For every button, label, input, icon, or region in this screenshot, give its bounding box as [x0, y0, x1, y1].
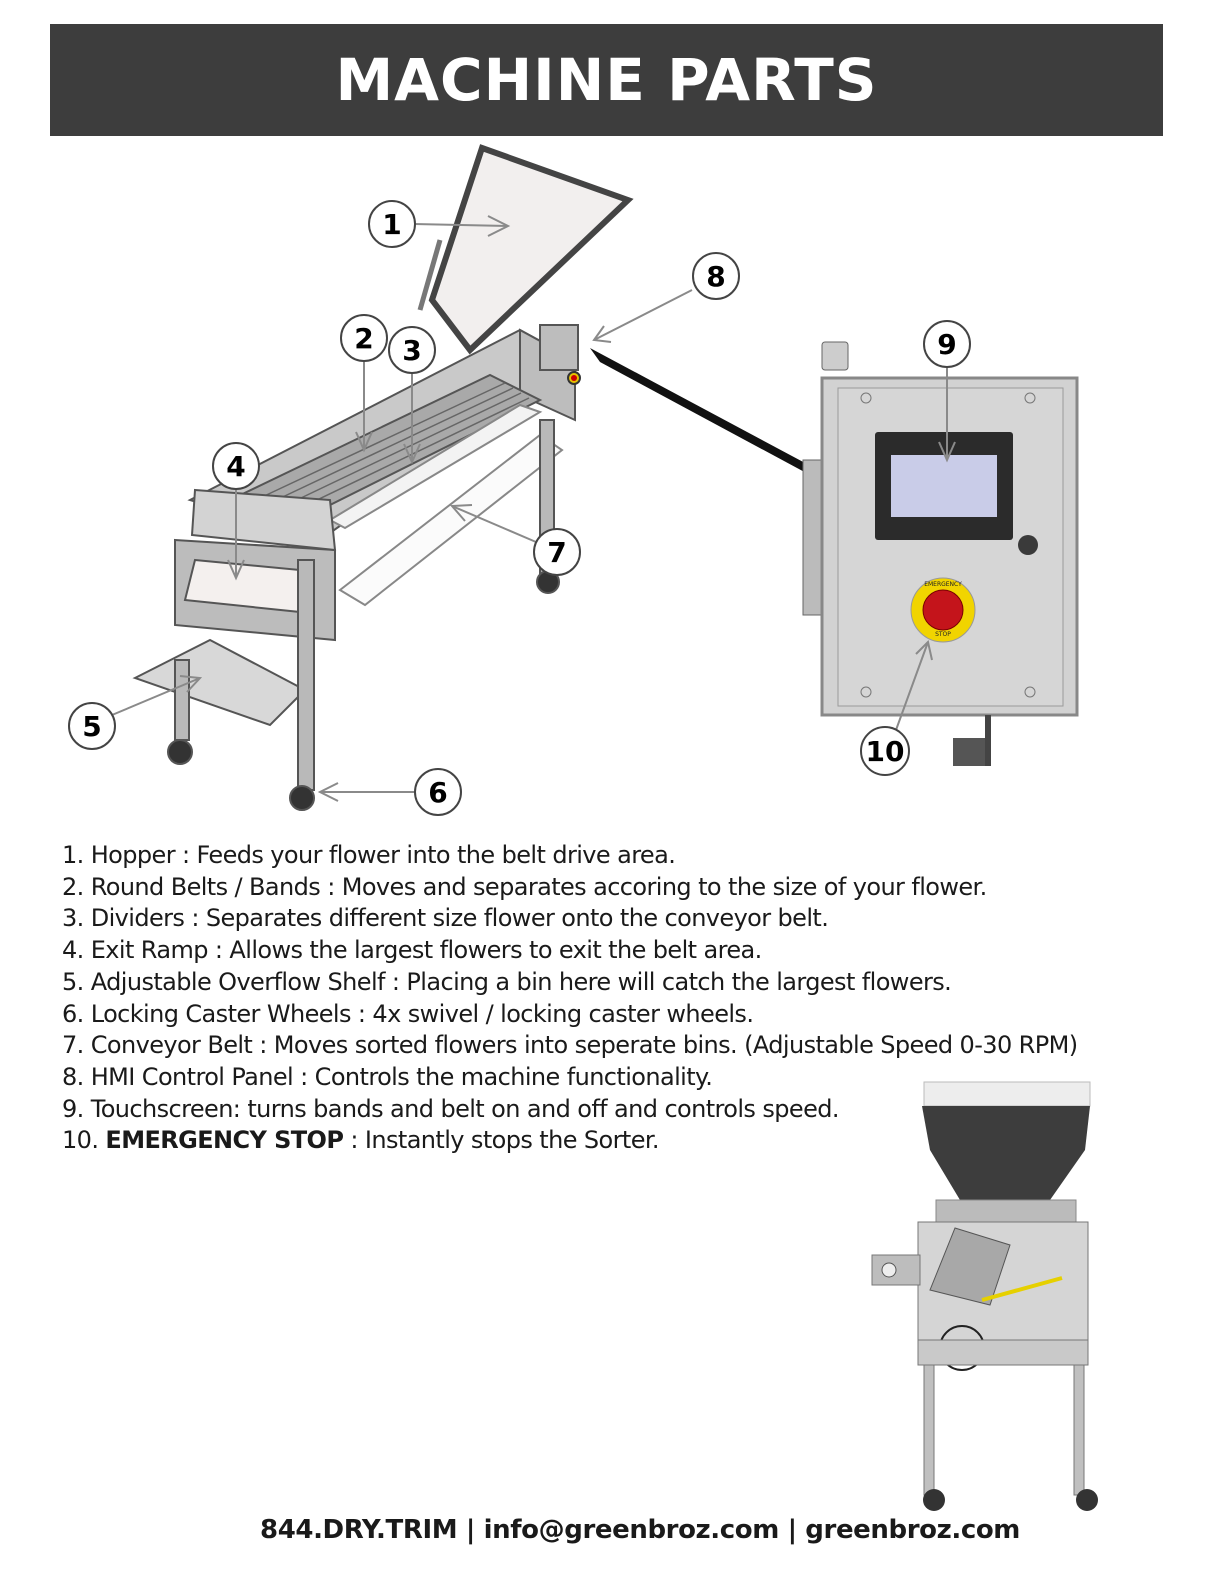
parts-legend: 1. Hopper : Feeds your flower into the b… — [62, 840, 1202, 1157]
callout-4: 4 — [212, 442, 260, 490]
callout-6: 6 — [414, 768, 462, 816]
callout-8: 8 — [692, 252, 740, 300]
legend-item-round-belts: 2. Round Belts / Bands : Moves and separ… — [62, 872, 987, 901]
svg-text:EMERGENCY: EMERGENCY — [924, 581, 962, 588]
legend-item-conveyor-belt: 7. Conveyor Belt : Moves sorted flowers … — [62, 1031, 1078, 1060]
legend-item-dividers: 3. Dividers : Separates different size f… — [62, 904, 829, 933]
conveyor-belt — [338, 433, 564, 607]
svg-text:8: 8 — [706, 260, 725, 293]
callout-3: 3 — [388, 326, 436, 374]
svg-text:9: 9 — [937, 328, 956, 361]
page-title: MACHINE PARTS — [335, 46, 878, 114]
svg-text:2: 2 — [354, 322, 373, 355]
title-banner: MACHINE PARTS — [50, 24, 1163, 136]
legend-item-hmi-panel: 8. HMI Control Panel : Controls the mach… — [62, 1062, 713, 1091]
svg-text:1: 1 — [382, 208, 401, 241]
contact-footer: 844.DRY.TRIM | info@greenbroz.com | gree… — [260, 1515, 1020, 1545]
hmi-control-panel: EMERGENCY STOP — [802, 341, 1079, 766]
callout-1: 1 — [368, 200, 416, 248]
legend-item-overflow-shelf: 5. Adjustable Overflow Shelf : Placing a… — [62, 967, 952, 996]
callout-arrows — [111, 215, 956, 802]
callout-markers: 1 8 2 3 9 4 7 5 10 6 — [68, 200, 971, 816]
legend-item-emergency-stop: 10. EMERGENCY STOP : Instantly stops the… — [62, 1126, 660, 1155]
hopper — [428, 144, 634, 355]
legend-item-caster-wheels: 6. Locking Caster Wheels : 4x swivel / l… — [62, 999, 754, 1028]
overflow-shelf — [132, 638, 307, 727]
legend-item-exit-ramp: 4. Exit Ramp : Allows the largest flower… — [62, 936, 762, 965]
callout-5: 5 — [68, 702, 116, 750]
callout-9: 9 — [923, 320, 971, 368]
svg-text:6: 6 — [428, 776, 447, 809]
svg-text:7: 7 — [547, 536, 566, 569]
svg-text:10: 10 — [866, 735, 905, 768]
sorter-machine — [132, 144, 634, 811]
svg-text:3: 3 — [402, 334, 421, 367]
front-view-machine — [871, 1081, 1098, 1511]
svg-text:STOP: STOP — [935, 631, 951, 638]
legend-item-touchscreen: 9. Touchscreen: turns bands and belt on … — [62, 1094, 840, 1123]
svg-text:4: 4 — [226, 450, 245, 483]
legend-item-hopper: 1. Hopper : Feeds your flower into the b… — [62, 841, 676, 869]
callout-10: 10 — [860, 726, 910, 776]
svg-text:5: 5 — [82, 710, 101, 743]
callout-7: 7 — [533, 528, 581, 576]
callout-2: 2 — [340, 314, 388, 362]
